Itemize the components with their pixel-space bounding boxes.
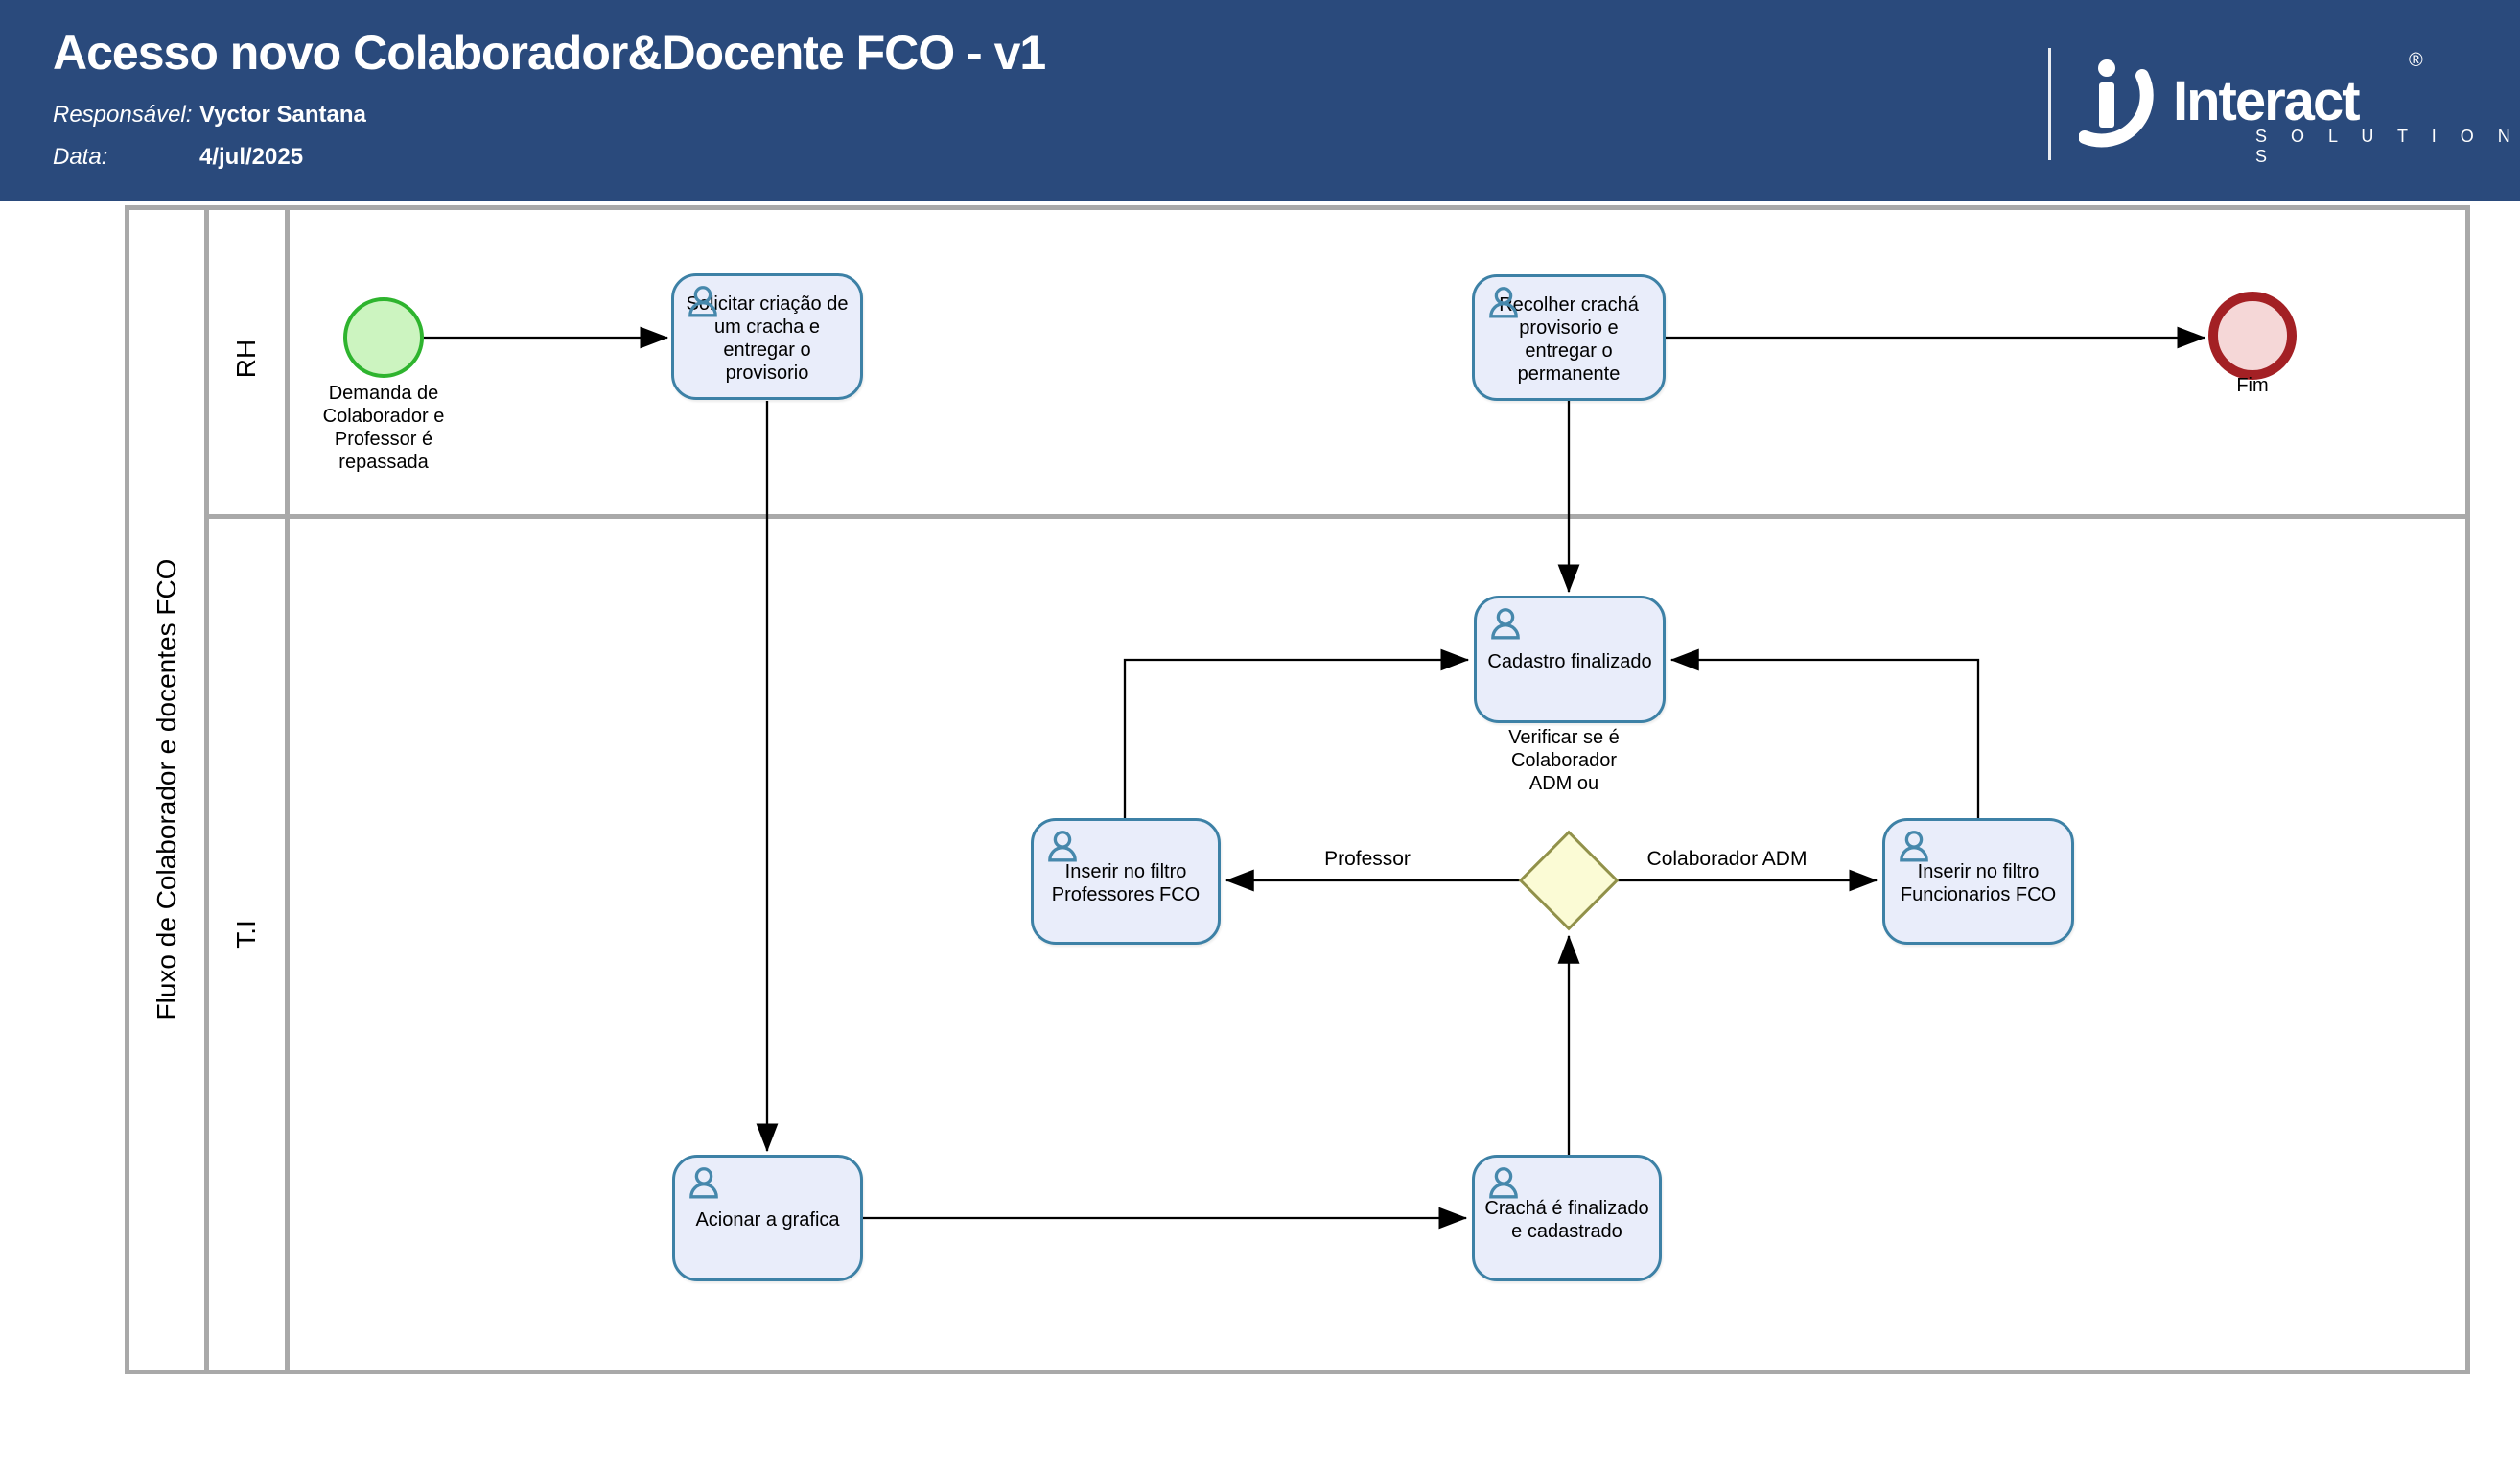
pool-label: Fluxo de Colaborador e docentes FCO — [152, 558, 181, 1020]
pool-label-column: Fluxo de Colaborador e docentes FCO — [129, 210, 209, 1370]
gateway-question-note: Verificar se é Colaborador ADM ou — [1508, 727, 1620, 794]
lane-label-rh: RH — [231, 339, 261, 379]
responsavel-label: Responsável: — [53, 102, 193, 128]
task-inserir-filtro-funcionarios[interactable]: Inserir no filtro Funcionarios FCO — [1882, 818, 2074, 945]
end-event-label: Fim — [2236, 375, 2269, 396]
task-label: Crachá é finalizado e cadastrado — [1484, 1198, 1649, 1242]
user-task-icon — [1048, 831, 1077, 862]
task-label: Inserir no filtro Professores FCO — [1051, 861, 1201, 905]
task-label: Cadastro finalizado — [1487, 650, 1652, 672]
lane-divider — [204, 514, 2465, 519]
task-label: Inserir no filtro Funcionarios FCO — [1900, 861, 2057, 905]
user-task-icon — [1900, 831, 1928, 862]
data-label: Data: — [53, 144, 108, 170]
task-label: Recolher crachá provisorio e entregar o … — [1499, 294, 1639, 385]
task-label: Acionar a grafica — [695, 1209, 840, 1231]
logo-subtitle-text: S O L U T I O N S — [2255, 127, 2520, 166]
data-row: Data: 4/jul/2025 — [53, 144, 303, 171]
user-task-icon — [1491, 608, 1520, 640]
logo-registered-mark: ® — [2409, 50, 2423, 71]
logo-divider — [2048, 48, 2051, 160]
lane-label-ti: T.I — [231, 920, 261, 949]
task-label: Solicitar criação de um cracha e entrega… — [686, 293, 849, 384]
data-value: 4/jul/2025 — [199, 144, 304, 170]
edge-label-colaborador-adm: Colaborador ADM — [1646, 848, 1808, 870]
task-solicitar-criacao-cracha[interactable]: Solicitar criação de um cracha e entrega… — [671, 273, 863, 400]
responsavel-row: Responsável:Vyctor Santana — [53, 102, 366, 129]
process-pool: Fluxo de Colaborador e docentes FCO RH T… — [125, 205, 2470, 1374]
task-acionar-grafica[interactable]: Acionar a grafica — [672, 1155, 863, 1281]
page-title: Acesso novo Colaborador&Docente FCO - v1 — [53, 26, 1046, 80]
interact-logo-icon — [2079, 59, 2154, 148]
edge-label-professor: Professor — [1324, 848, 1411, 870]
task-cadastro-finalizado[interactable]: Cadastro finalizado — [1474, 596, 1666, 723]
task-cracha-finalizado[interactable]: Crachá é finalizado e cadastrado — [1472, 1155, 1662, 1281]
lane-label-column: RH T.I — [209, 210, 290, 1370]
user-task-icon — [689, 1167, 718, 1199]
task-recolher-cracha[interactable]: Recolher crachá provisorio e entregar o … — [1472, 274, 1666, 401]
user-task-icon — [688, 286, 717, 317]
end-event[interactable] — [2208, 292, 2297, 380]
start-event-label: Demanda de Colaborador e Professor é rep… — [322, 383, 445, 473]
logo-brand-text: Interact — [2173, 70, 2361, 132]
user-task-icon — [1489, 287, 1518, 318]
responsavel-value: Vyctor Santana — [199, 102, 366, 128]
task-inserir-filtro-professores[interactable]: Inserir no filtro Professores FCO — [1031, 818, 1221, 945]
user-task-icon — [1489, 1167, 1518, 1199]
header-bar: Acesso novo Colaborador&Docente FCO - v1… — [0, 0, 2520, 201]
start-event[interactable] — [343, 297, 424, 378]
